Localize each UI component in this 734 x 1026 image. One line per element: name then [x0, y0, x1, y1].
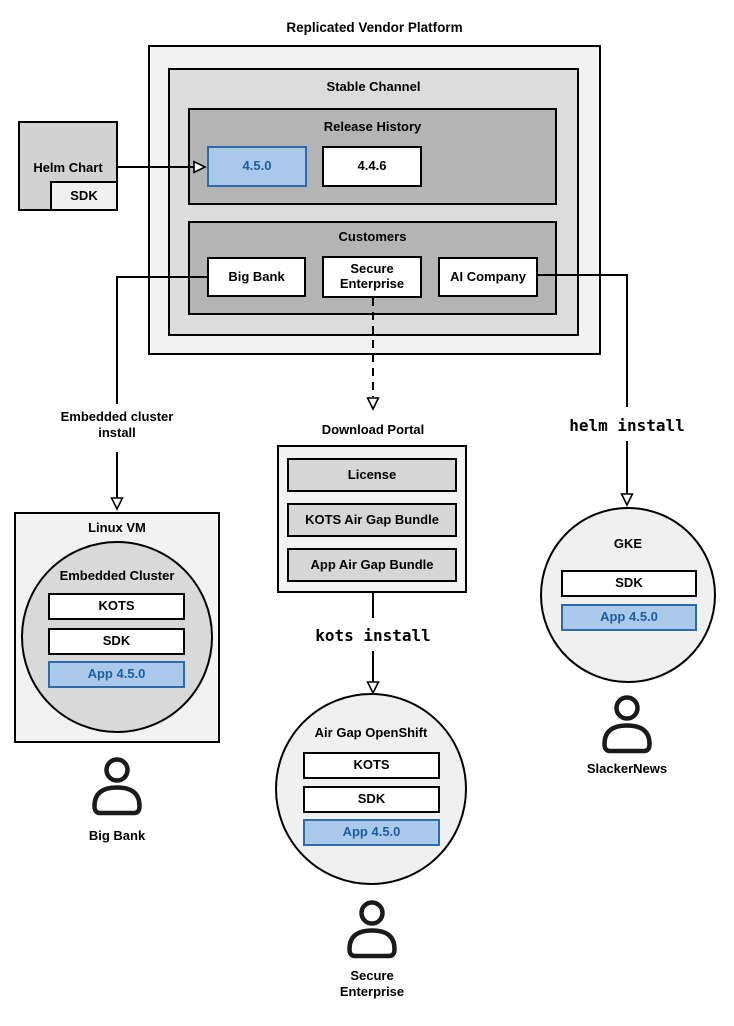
embedded-install-label: Embedded cluster install [60, 409, 174, 440]
stable-channel-label: Stable Channel [326, 79, 421, 94]
right-component-sdk: SDK [561, 570, 697, 597]
diagram-title: Replicated Vendor Platform [286, 20, 463, 35]
helm-chart-label: Helm Chart [33, 160, 103, 175]
left-component-sdk: SDK [48, 628, 185, 655]
portal-item-app-bundle: App Air Gap Bundle [287, 548, 457, 582]
linux-vm-label: Linux VM [88, 520, 146, 535]
portal-item-license: License [287, 458, 457, 492]
gke-label: GKE [613, 536, 643, 551]
kots-install-command: kots install [315, 626, 431, 645]
right-component-app: App 4.5.0 [561, 604, 697, 631]
persona-label-secure-enterprise: Secure Enterprise [339, 968, 405, 999]
person-icon [344, 899, 400, 966]
customer-node-ai-company: AI Company [438, 257, 538, 297]
customer-node-big-bank: Big Bank [207, 257, 306, 297]
helm-install-command: helm install [569, 416, 685, 435]
embedded-cluster-label: Embedded Cluster [59, 568, 175, 583]
customer-node-secure-enterprise: Secure Enterprise [322, 256, 422, 298]
left-component-app: App 4.5.0 [48, 661, 185, 688]
persona-label-big-bank: Big Bank [88, 828, 146, 843]
kots-install-arrowhead [366, 681, 380, 695]
customers-label: Customers [338, 229, 407, 244]
left-component-kots: KOTS [48, 593, 185, 620]
download-portal-arrowhead [366, 397, 380, 411]
helm-chart-sdk-node: SDK [50, 181, 118, 211]
persona-label-slackernews: SlackerNews [586, 761, 668, 776]
middle-component-sdk: SDK [303, 786, 440, 813]
portal-item-kots-bundle: KOTS Air Gap Bundle [287, 503, 457, 537]
person-icon [599, 694, 655, 761]
airgap-openshift-label: Air Gap OpenShift [314, 725, 428, 740]
helm-install-arrowhead [620, 493, 634, 507]
middle-component-kots: KOTS [303, 752, 440, 779]
download-portal-label: Download Portal [321, 422, 425, 437]
person-icon [89, 756, 145, 823]
embedded-install-arrowhead [110, 497, 124, 511]
release-history-label: Release History [323, 119, 422, 134]
middle-component-app: App 4.5.0 [303, 819, 440, 846]
release-node-4-4-6: 4.4.6 [322, 146, 422, 187]
release-node-4-5-0: 4.5.0 [207, 146, 307, 187]
